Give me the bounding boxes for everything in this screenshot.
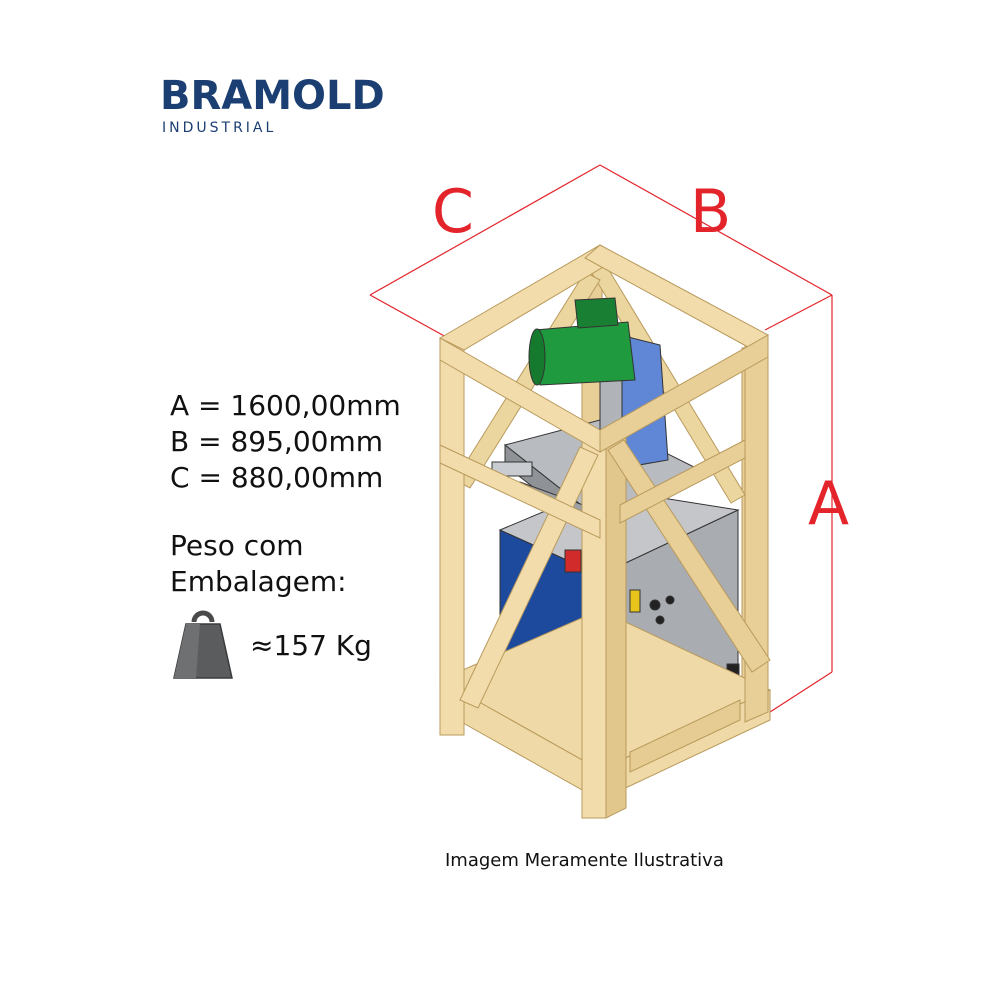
crate-front-braces — [439, 439, 771, 709]
crate-top-frame — [438, 244, 770, 453]
brand-name: BRAMOLD — [160, 73, 385, 119]
dimension-label-c: C — [432, 177, 474, 247]
crate-front-posts — [439, 334, 769, 819]
dimension-label-a: A — [808, 469, 850, 539]
weight-label: Peso com Embalagem: — [170, 528, 347, 600]
weight-value: ≈157 Kg — [250, 628, 372, 662]
footnote: Imagem Meramente Ilustrativa — [445, 850, 724, 871]
dimension-label-b: B — [690, 177, 732, 247]
spec-b: B = 895,00mm — [170, 425, 383, 458]
weight-row: ≈157 Kg — [170, 606, 372, 684]
brand-subtitle: INDUSTRIAL — [162, 120, 277, 136]
weight-icon — [173, 610, 233, 679]
brand-logo: BRAMOLD INDUSTRIAL — [160, 74, 385, 136]
dimension-lines — [369, 164, 833, 713]
weight-label-line2: Embalagem: — [170, 565, 347, 598]
dimension-specs: A = 1600,00mm B = 895,00mm C = 880,00mm — [170, 388, 401, 496]
spec-c: C = 880,00mm — [170, 461, 384, 494]
spec-a: A = 1600,00mm — [170, 389, 401, 422]
weight-label-line1: Peso com — [170, 529, 304, 562]
